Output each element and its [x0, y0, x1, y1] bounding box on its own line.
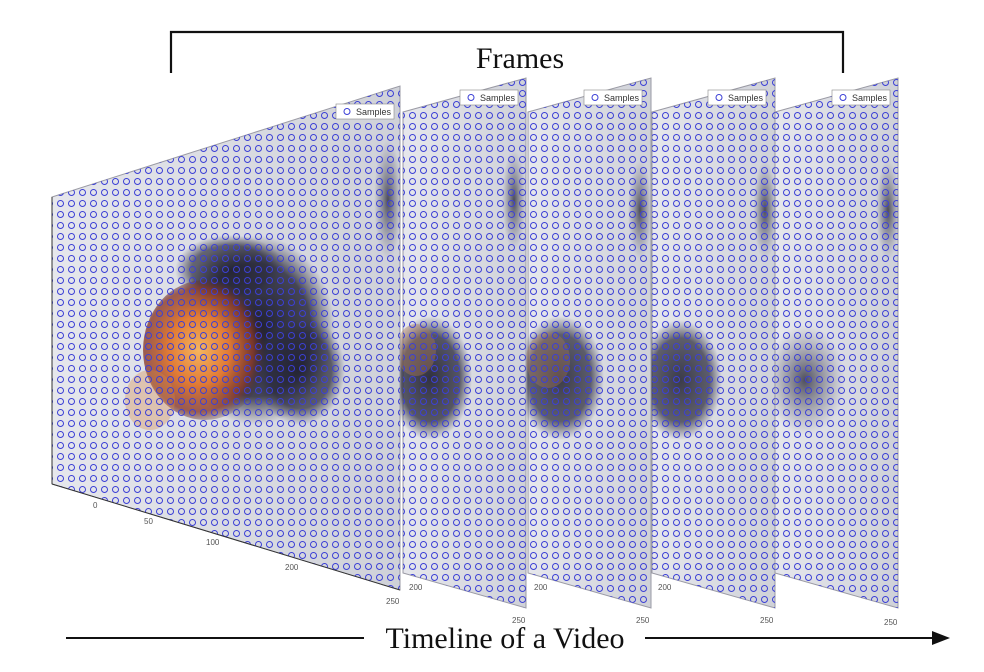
samples-legend-marker [839, 94, 847, 101]
x-tick-label: 250 [386, 597, 400, 606]
timeline-arrow [66, 631, 950, 645]
frame-4: Samples 200 250 [638, 77, 777, 625]
frame-2: Samples 200 250 [388, 77, 527, 625]
samples-legend-label: Samples [356, 107, 392, 117]
samples-legend-marker [467, 94, 475, 101]
samples-legend-box [831, 89, 891, 106]
tick-label: 250 [636, 616, 650, 625]
samples-legend-box [583, 89, 643, 106]
tick-label: 250 [884, 618, 898, 627]
x-tick-label: 50 [144, 517, 153, 526]
x-tick-label: 100 [206, 538, 220, 547]
tick-label: 200 [409, 583, 423, 592]
x-tick-label: 0 [93, 501, 98, 510]
x-tick-label: 200 [285, 563, 299, 572]
arrowhead-icon [932, 631, 950, 645]
tick-label: 200 [534, 583, 548, 592]
frame-5: Samples 250 [765, 77, 900, 627]
tick-label: 250 [512, 616, 526, 625]
samples-legend-box [459, 89, 519, 106]
samples-legend-marker [591, 94, 599, 101]
frame-1-front: Samples 0 50 100 200 250 [51, 85, 402, 606]
tick-label: 200 [658, 583, 672, 592]
frames-label: Frames [476, 42, 564, 75]
samples-legend-label: Samples [480, 93, 516, 103]
frames-bracket [169, 30, 845, 73]
samples-legend-box [707, 89, 767, 106]
samples-legend-marker [715, 94, 723, 101]
x-axis-line [51, 483, 401, 591]
timeline-label: Timeline of a Video [385, 622, 624, 655]
frame-3: Samples 200 250 [516, 77, 652, 625]
samples-legend-label: Samples [728, 93, 764, 103]
samples-legend-box [335, 103, 395, 120]
samples-legend-label: Samples [604, 93, 640, 103]
samples-legend-marker [343, 108, 351, 115]
tick-label: 250 [760, 616, 774, 625]
samples-legend-label: Samples [852, 93, 888, 103]
